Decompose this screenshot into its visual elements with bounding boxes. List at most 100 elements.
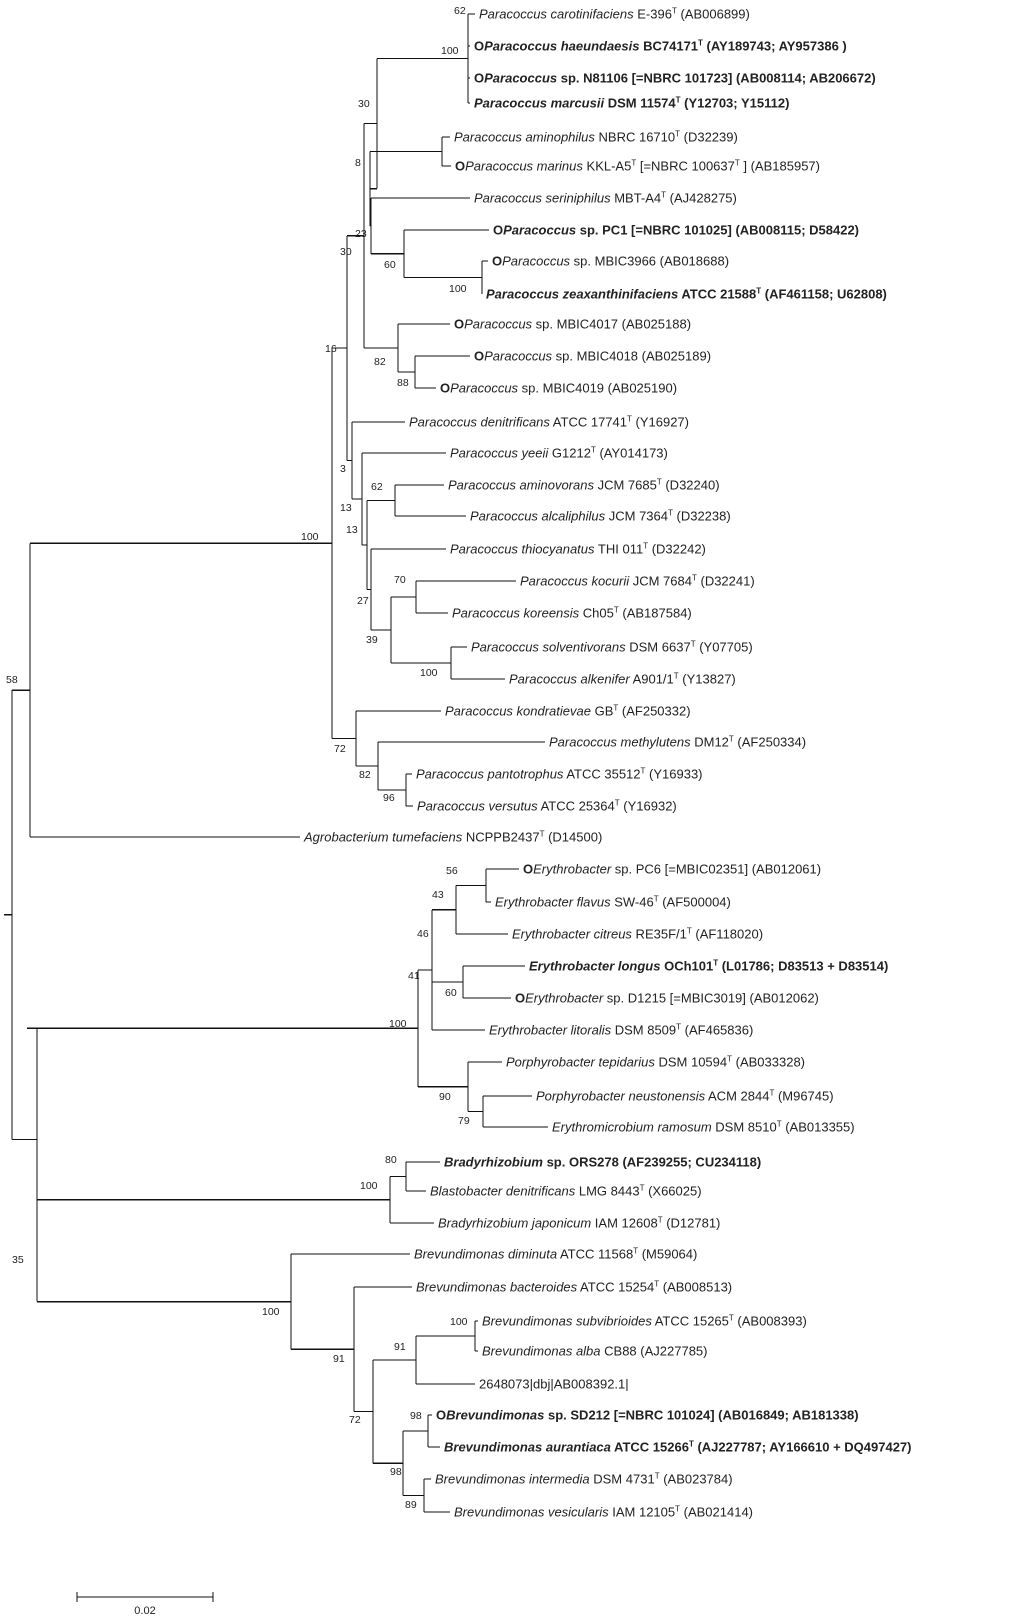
taxon-label-part: (AB033328) xyxy=(732,1055,805,1070)
taxon-label-part: MBT-A4 xyxy=(611,191,662,206)
bootstrap-value: 98 xyxy=(410,1410,422,1422)
open-circle-marker: O xyxy=(454,317,464,332)
taxon-label-part: T xyxy=(698,39,703,48)
taxon-label-part: T xyxy=(658,1216,663,1225)
taxon-label-part: RE35F/1 xyxy=(632,927,687,942)
taxon-label-t21: Paracoccus solventivorans DSM 6637T (Y07… xyxy=(471,640,753,655)
bootstrap-value: 62 xyxy=(371,481,383,493)
taxon-label-part: DM12 xyxy=(691,735,729,750)
taxon-label-part: T xyxy=(729,735,734,744)
taxon-label-part: Paracoccus marinus xyxy=(465,159,583,174)
taxon-label-t24: Paracoccus methylutens DM12T (AF250334) xyxy=(549,735,806,750)
taxon-label-part: (AF250332) xyxy=(618,704,690,719)
taxon-label-part: Bradyrhizobium japonicum xyxy=(438,1216,591,1231)
taxon-label-part: T xyxy=(777,1120,782,1129)
taxon-label-part: (AF465836) xyxy=(681,1023,753,1038)
taxon-label-part: (AF250334) xyxy=(734,735,806,750)
taxon-label-part: ATCC 17741 xyxy=(550,415,627,430)
taxon-label-part: NCPPB2437 xyxy=(462,830,539,845)
taxon-label-part: Paracoccus xyxy=(484,71,557,86)
taxon-label-part: (AB023784) xyxy=(660,1472,733,1487)
taxon-label-part: Erythromicrobium ramosum xyxy=(552,1120,712,1135)
taxon-label-part: T xyxy=(633,1247,638,1256)
taxon-label-part: sp. SD212 [=NBRC 101024] (AB016849; AB18… xyxy=(544,1408,858,1423)
taxon-label-part: Brevundimonas diminuta xyxy=(414,1247,557,1262)
taxon-label-t30: Erythrobacter citreus RE35F/1T (AF118020… xyxy=(512,927,763,942)
taxon-label-part: (AJ428275) xyxy=(666,191,737,206)
bootstrap-value: 35 xyxy=(12,1254,24,1266)
taxon-label-t25: Paracoccus pantotrophus ATCC 35512T (Y16… xyxy=(416,767,703,782)
bootstrap-value: 27 xyxy=(357,595,369,607)
taxon-label-part: T xyxy=(729,1314,734,1323)
bootstrap-value: 13 xyxy=(346,524,358,536)
taxon-label-part: Brevundimonas bacteroides xyxy=(416,1280,578,1295)
taxon-label-part: Paracoccus kondratievae xyxy=(445,704,591,719)
scale-bar-label: 0.02 xyxy=(134,1605,155,1617)
taxon-label-part: Paracoccus seriniphilus xyxy=(474,191,611,206)
taxon-label-part: OCh101 xyxy=(660,959,713,974)
bootstrap-value: 90 xyxy=(439,1091,451,1103)
taxon-label-part: T xyxy=(627,415,632,424)
taxon-label-t39: Bradyrhizobium japonicum IAM 12608T (D12… xyxy=(438,1216,720,1231)
taxon-label-part: sp. MBIC4019 (AB025190) xyxy=(518,381,677,396)
taxon-label-part: Paracoccus yeeii xyxy=(450,446,549,461)
taxon-label-part: Paracoccus aminophilus xyxy=(454,130,595,145)
taxon-label-part: (Y12703; Y15112) xyxy=(681,96,790,111)
taxon-label-part: Paracoccus methylutens xyxy=(549,735,691,750)
taxon-label-t1: Paracoccus carotinifaciens E-396T (AB006… xyxy=(479,7,750,22)
taxon-label-t8: OParacoccus sp. PC1 [=NBRC 101025] (AB00… xyxy=(493,223,859,238)
taxon-label-t13: OParacoccus sp. MBIC4019 (AB025190) xyxy=(440,381,677,396)
taxon-label-part: Paracoccus pantotrophus xyxy=(416,767,564,782)
bootstrap-value: 43 xyxy=(432,889,444,901)
taxon-label-part: (AB187584) xyxy=(619,606,692,621)
open-circle-marker: O xyxy=(492,254,502,269)
taxon-label-part: Porphyrobacter tepidarius xyxy=(506,1055,655,1070)
taxon-label-part: Brevundimonas subvibrioides xyxy=(482,1314,652,1329)
taxon-label-part: Paracoccus haeundaesis xyxy=(484,39,639,54)
taxon-label-part: (Y13827) xyxy=(679,672,736,687)
taxon-label-part: Paracoccus versutus xyxy=(417,799,538,814)
taxon-label-part: ATCC 21588 xyxy=(678,287,756,302)
bootstrap-value: 82 xyxy=(374,356,386,368)
taxon-label-part: DSM 10594 xyxy=(655,1055,727,1070)
taxon-label-part: sp. MBIC4018 (AB025189) xyxy=(552,349,711,364)
taxon-label-part: T xyxy=(657,478,662,487)
bootstrap-value: 3 xyxy=(340,463,346,475)
taxon-label-part: (AY189743; AY957386 ) xyxy=(703,39,847,54)
taxon-label-part: sp. MBIC4017 (AB025188) xyxy=(532,317,691,332)
taxon-label-part: ATCC 15254 xyxy=(577,1280,654,1295)
taxon-label-part: T xyxy=(676,96,681,105)
taxon-label-part: (X66025) xyxy=(644,1184,701,1199)
taxon-label-t43: Brevundimonas alba CB88 (AJ227785) xyxy=(482,1344,707,1359)
taxon-label-part: Erythrobacter xyxy=(533,862,612,877)
taxon-label-part: T xyxy=(674,672,679,681)
taxon-label-part: ATCC 15265 xyxy=(652,1314,729,1329)
bootstrap-value: 100 xyxy=(262,1306,280,1318)
taxon-label-part: Paracoccus koreensis xyxy=(452,606,580,621)
taxon-label-part: Brevundimonas intermedia xyxy=(435,1472,590,1487)
taxon-label-part: Blastobacter denitrificans xyxy=(430,1184,576,1199)
taxon-label-t6: OParacoccus marinus KKL-A5T [=NBRC 10063… xyxy=(455,159,820,174)
taxon-label-part: JCM 7684 xyxy=(629,574,692,589)
open-circle-marker: O xyxy=(436,1408,446,1423)
taxon-label-t45: OBrevundimonas sp. SD212 [=NBRC 101024] … xyxy=(436,1408,859,1423)
taxon-label-part: LMG 8443 xyxy=(575,1184,639,1199)
taxon-label-t42: Brevundimonas subvibrioides ATCC 15265T … xyxy=(482,1314,807,1329)
taxon-label-t9: OParacoccus sp. MBIC3966 (AB018688) xyxy=(492,254,729,269)
bootstrap-value: 100 xyxy=(441,45,459,57)
open-circle-marker: O xyxy=(515,991,525,1006)
taxon-label-part: (Y16932) xyxy=(620,799,677,814)
taxon-label-t17: Paracoccus alcaliphilus JCM 7364T (D3223… xyxy=(470,509,731,524)
taxon-label-t27: Agrobacterium tumefaciens NCPPB2437T (D1… xyxy=(303,830,602,845)
bootstrap-value: 70 xyxy=(394,574,406,586)
taxon-label-t15: Paracoccus yeeii G1212T (AY014173) xyxy=(450,446,668,461)
taxon-label-part: Erythrobacter xyxy=(525,991,604,1006)
taxon-label-part: Paracoccus xyxy=(464,317,532,332)
taxon-label-part: T xyxy=(769,1089,774,1098)
bootstrap-value: 30 xyxy=(358,98,370,110)
tree-branches xyxy=(4,13,548,1513)
taxon-label-part: T xyxy=(689,1440,694,1449)
taxon-label-t38: Blastobacter denitrificans LMG 8443T (X6… xyxy=(430,1184,702,1199)
taxon-label-part: Bradyrhizobium xyxy=(444,1155,543,1170)
taxon-label-part: Agrobacterium tumefaciens xyxy=(303,830,463,845)
